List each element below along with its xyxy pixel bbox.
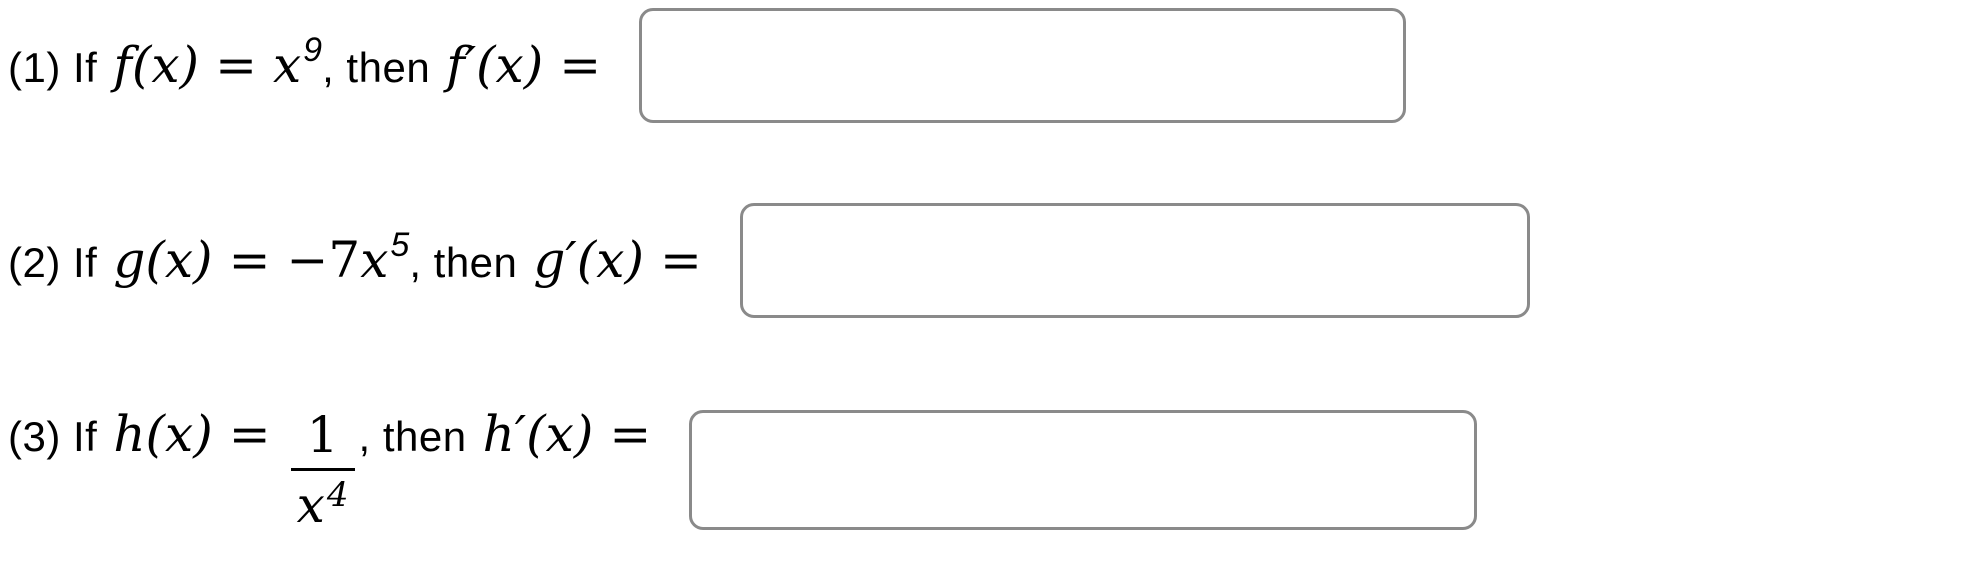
problem-2-exponent: 5 xyxy=(390,225,410,264)
problem-row-2: (2) If g(x) = −7 x 5 , then g′(x) = xyxy=(8,195,1969,325)
problem-2-variable: x xyxy=(360,231,389,289)
problem-1-function-lhs: f(x) xyxy=(113,36,200,94)
problem-1-equals-sign-2: = xyxy=(559,36,602,94)
problem-1-exponent: 9 xyxy=(303,30,323,69)
problem-2-statement: (2) If g(x) = −7 x 5 , then g′(x) = xyxy=(8,228,718,289)
problem-2-then-text: , then xyxy=(409,239,518,286)
problem-3-label: (3) If xyxy=(8,413,98,460)
answer-input-3[interactable] xyxy=(689,410,1478,530)
problem-1-derivative-lhs: f′(x) xyxy=(446,36,544,94)
problem-2-label: (2) If xyxy=(8,239,98,286)
problem-3-statement: (3) If h(x) = 1 x4 , then h′(x) = xyxy=(8,409,667,531)
problem-2-equals-sign-2: = xyxy=(659,231,702,289)
problem-2-derivative-lhs: g′(x) xyxy=(533,231,644,289)
answer-input-1[interactable] xyxy=(639,7,1407,123)
problem-2-equals-sign: = xyxy=(228,231,271,289)
problem-3-function-lhs: h(x) xyxy=(113,405,213,463)
problem-3-equals-sign-2: = xyxy=(609,405,652,463)
problem-row-3: (3) If h(x) = 1 x4 , then h′(x) = xyxy=(8,400,1969,540)
problem-row-1: (1) If f(x) = x 9 , then f′(x) = xyxy=(8,0,1969,130)
problem-3-then-text: , then xyxy=(358,413,467,460)
problem-3-fraction: 1 x4 xyxy=(290,406,355,534)
fraction-denominator: x4 xyxy=(290,467,355,534)
fraction-denominator-variable: x xyxy=(296,475,325,534)
answer-input-2[interactable] xyxy=(739,202,1530,318)
problem-3-derivative-lhs: h′(x) xyxy=(482,405,594,463)
problem-1-statement: (1) If f(x) = x 9 , then f′(x) = xyxy=(8,33,617,94)
problem-2-function-lhs: g(x) xyxy=(113,231,213,289)
problem-1-then-text: , then xyxy=(322,44,431,91)
fraction-denominator-exponent: 4 xyxy=(326,475,349,516)
problem-1-label: (1) If xyxy=(8,44,98,91)
problem-2-coefficient: −7 xyxy=(286,231,361,289)
problem-1-variable: x xyxy=(272,36,302,94)
fraction-numerator: 1 xyxy=(306,406,339,464)
problem-1-equals-sign: = xyxy=(215,36,257,94)
problem-3-equals-sign: = xyxy=(228,405,271,463)
